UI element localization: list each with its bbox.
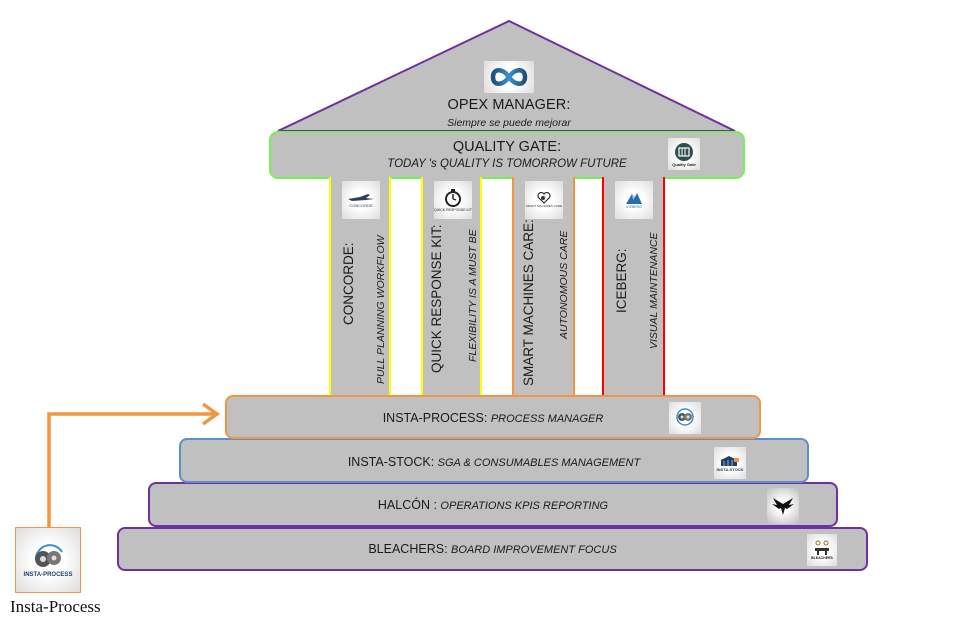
bleachers-icon: BLEACHERS (807, 534, 837, 566)
quality-gate-subtitle: TODAY 's QUALITY IS TOMORROW FUTURE (387, 158, 627, 170)
halcon-subtitle: OPERATIONS KPIS REPORTING (440, 500, 609, 512)
warehouse-icon: INSTA-STOCK (714, 447, 746, 479)
falcon-icon (767, 488, 799, 524)
gears-icon (34, 544, 63, 567)
pillar-smart-machines-care-subtitle: AUTONOMOUS CARE (558, 230, 570, 339)
heart-gear-icon: SMART MACHINES CARE (525, 181, 563, 219)
insta-process-caption: Insta-Process (10, 597, 101, 616)
opex-manager-subtitle: Siempre se puede mejorar (447, 117, 571, 129)
bleachers-title: BLEACHERS: (368, 542, 448, 556)
step-insta-process: INSTA-PROCESS: PROCESS MANAGER (225, 395, 761, 439)
iceberg-icon: ICEBERG (615, 181, 653, 219)
pillar-concorde-title: CONCORDE: (341, 242, 356, 325)
pillar-iceberg: ICEBERG ICEBERG: VISUAL MAINTENANCE (602, 177, 665, 395)
concorde-icon-label: CONCORDE (349, 202, 373, 208)
infinity-icon (484, 61, 534, 93)
iceberg-icon-label: ICEBERG (626, 205, 642, 209)
opex-manager-title: OPEX MANAGER: (447, 97, 571, 113)
bleachers-subtitle: BOARD IMPROVEMENT FOCUS (451, 544, 617, 556)
step-insta-stock: INSTA-STOCK: SGA & CONSUMABLES MANAGEMEN… (179, 438, 809, 483)
halcon-title: HALCÓN : (377, 498, 437, 512)
step-halcon: HALCÓN : OPERATIONS KPIS REPORTING (148, 482, 838, 527)
pillar-quick-response-kit-subtitle: FLEXIBILITY IS A MUST BE (467, 229, 479, 362)
insta-stock-icon-label: INSTA-STOCK (716, 466, 744, 472)
pillar-quick-response-kit-title: QUICK RESPONSE KIT: (429, 224, 444, 373)
pillar-concorde-subtitle: PULL PLANNING WORKFLOW (375, 235, 387, 384)
pillar-iceberg-title: ICEBERG: (614, 248, 629, 313)
smc-icon-label: SMART MACHINES CARE (525, 204, 563, 208)
insta-process-subtitle: PROCESS MANAGER (490, 413, 604, 425)
bleachers-icon-label: BLEACHERS (811, 556, 833, 560)
insta-stock-title: INSTA-STOCK: (347, 455, 435, 469)
quality-gate-bar: QUALITY GATE: TODAY 's QUALITY IS TOMORR… (269, 131, 745, 179)
pillar-iceberg-subtitle: VISUAL MAINTENANCE (648, 232, 660, 350)
airplane-icon: CONCORDE (342, 181, 380, 219)
insta-process-title: INSTA-PROCESS: (382, 411, 488, 425)
pillar-concorde: CONCORDE CONCORDE: PULL PLANNING WORKFLO… (329, 177, 391, 395)
stopwatch-icon: QUICK RESPONSE KIT (434, 181, 472, 219)
gears-icon (669, 402, 701, 434)
quality-gate-icon: Quality Gate (668, 138, 700, 170)
insta-stock-subtitle: SGA & CONSUMABLES MANAGEMENT (437, 457, 641, 469)
pillar-smart-machines-care: SMART MACHINES CARE SMART MACHINES CARE:… (512, 177, 575, 395)
insta-process-logo-label: INSTA-PROCESS (23, 572, 73, 578)
quality-gate-title: QUALITY GATE: (452, 139, 562, 155)
quality-gate-icon-label: Quality Gate (672, 161, 696, 167)
step-bleachers: BLEACHERS: BOARD IMPROVEMENT FOCUS BLEAC… (117, 527, 868, 571)
insta-process-arrow (47, 402, 221, 527)
pillar-smart-machines-care-title: SMART MACHINES CARE: (521, 219, 536, 386)
pillar-quick-response-kit: QUICK RESPONSE KIT QUICK RESPONSE KIT: F… (421, 177, 482, 395)
insta-process-logo[interactable]: INSTA-PROCESS (15, 527, 81, 593)
qrk-icon-label: QUICK RESPONSE KIT (434, 208, 472, 212)
